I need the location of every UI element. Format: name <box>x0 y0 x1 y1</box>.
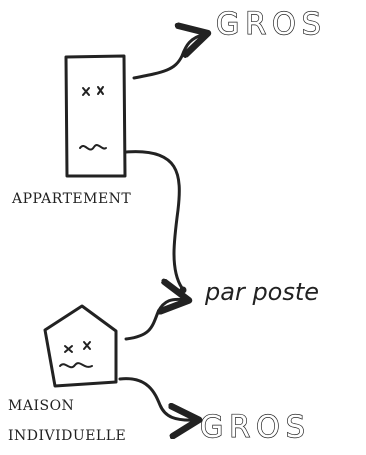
apartment-label: APPARTEMENT <box>11 191 131 207</box>
junction-dot <box>179 286 187 294</box>
house-label-line2: INDIVIDUELLE <box>8 428 126 444</box>
top-output-label: GROS <box>216 7 327 42</box>
house-label-line1: MAISON <box>8 398 74 414</box>
arrow-apartment-to-top-gros <box>132 34 205 80</box>
arrow-apartment-to-par-poste <box>124 150 184 290</box>
apartment-building-icon <box>64 54 127 178</box>
house-icon <box>43 304 118 388</box>
bottom-output-label: GROS <box>200 410 311 445</box>
middle-output-label: par poste <box>204 278 319 306</box>
arrow-house-to-bottom-gros <box>118 377 196 420</box>
arrow-house-to-par-poste <box>124 299 186 341</box>
